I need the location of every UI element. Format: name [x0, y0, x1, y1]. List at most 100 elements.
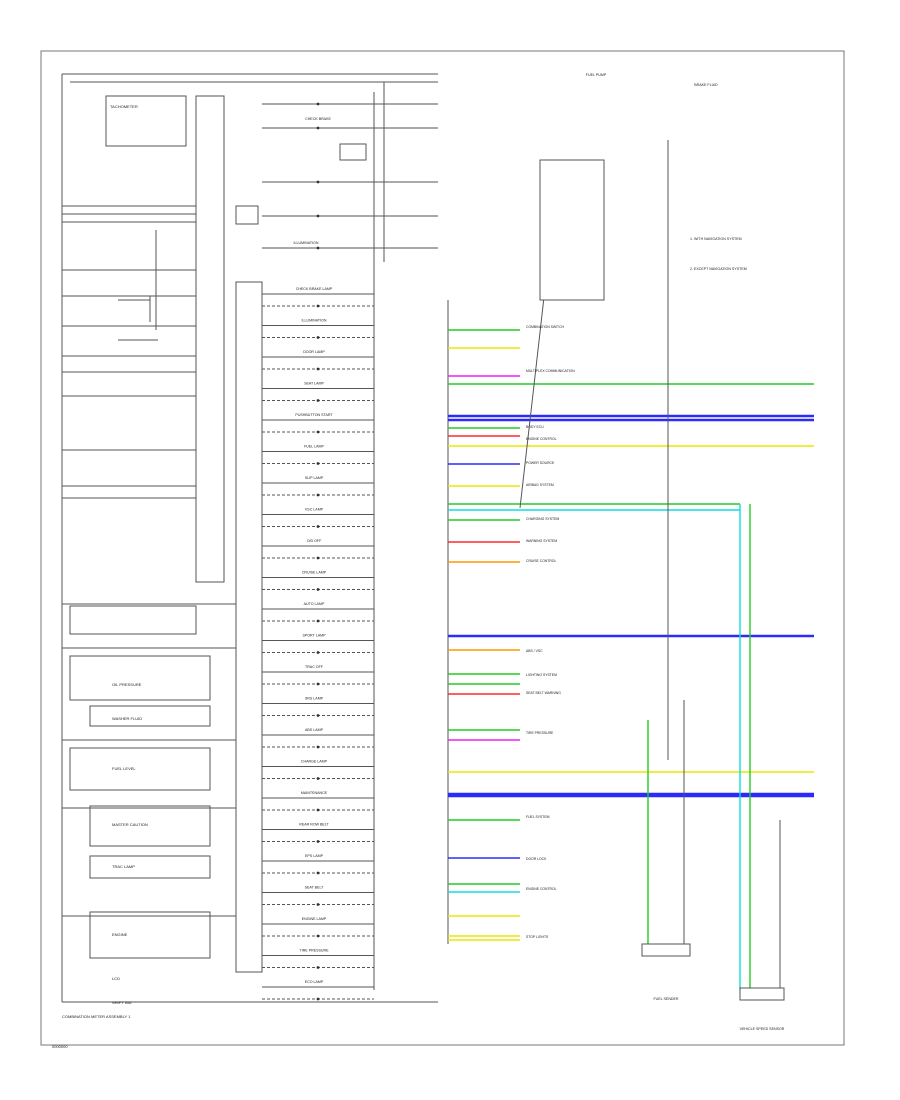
destination-label-4: POWER SOURCE	[526, 461, 555, 465]
destination-label-6: CHARGING SYSTEM	[526, 517, 559, 521]
destination-label-9: ABS / VSC	[526, 649, 543, 653]
left-label-5: TRAC LAMP	[112, 864, 135, 869]
destination-label-13: FUEL SYSTEM	[526, 815, 550, 819]
indicator-label-13: SRS LAMP	[305, 697, 324, 701]
indicator-led-11	[316, 651, 320, 654]
connector-label-2: FUEL PUMP	[586, 73, 607, 77]
indicator-bus-box	[235, 281, 263, 973]
left-label-2: WASHER FLUID	[112, 716, 142, 721]
lower-left-block-4	[89, 805, 211, 847]
lower-left-block-3	[69, 747, 211, 791]
note-0: 1. WITH NAVIGATION SYSTEM	[690, 237, 742, 241]
destination-label-14: DOOR LOCK	[526, 857, 547, 861]
left-label-4: MASTER CAUTION	[112, 822, 148, 827]
indicator-led-10	[316, 619, 320, 623]
indicator-label-12: TRAC OFF	[305, 665, 324, 669]
indicator-label-8: O/D OFF	[307, 539, 322, 543]
static-wiring: TACHOMETER	[61, 73, 438, 1003]
connector-group: FUEL SENDER VEHICLE SPEED SENSOR FUEL PUMP…	[539, 73, 785, 1031]
left-label-7: LCD	[112, 976, 120, 981]
fuel-sender-connector	[641, 943, 691, 957]
indicator-led-15	[316, 777, 320, 780]
lower-left-block-6	[89, 911, 211, 959]
tacho-label: TACHOMETER	[110, 104, 138, 109]
indicator-led-4	[316, 430, 320, 434]
indicator-label-22: ECO LAMP	[305, 980, 324, 984]
left-label-1: OIL PRESSURE	[112, 682, 142, 687]
page-mark: 0000000	[52, 1044, 68, 1049]
indicator-led-16	[316, 808, 320, 812]
meter-cpu-box	[195, 95, 225, 583]
indicator-label-5: FUEL LAMP	[304, 445, 324, 449]
colored-wire-runs	[447, 140, 814, 990]
illumination-block	[235, 205, 259, 225]
top-block-label-b: ILLUMINATION	[294, 241, 319, 245]
indicator-label-18: EPS LAMP	[305, 854, 324, 858]
indicator-led-20	[316, 934, 320, 938]
indicator-label-19: SEAT BELT	[305, 886, 325, 890]
indicator-led-1	[316, 336, 320, 339]
indicator-label-2: DOOR LAMP	[303, 350, 325, 354]
speed-sensor-connector	[739, 987, 785, 1001]
indicator-label-1: ILLUMINATION	[302, 319, 327, 323]
lower-left-block-2	[89, 705, 211, 727]
left-column-labels: OIL PRESSURE WASHER FLUID FUEL LEVEL MASTER…	[112, 682, 148, 1005]
top-circuit-dot-1	[316, 126, 320, 130]
destination-label-7: WARNING SYSTEM	[526, 539, 557, 543]
indicator-led-3	[316, 399, 320, 402]
left-label-6: ENGINE	[112, 932, 128, 937]
indicator-led-13	[316, 714, 320, 717]
top-circuit-dot-2	[316, 180, 320, 184]
connector-label-3: BRAKE FLUID	[694, 83, 718, 87]
connector-label-1: VEHICLE SPEED SENSOR	[740, 1027, 785, 1031]
indicator-led-12	[316, 682, 320, 686]
indicator-led-21	[316, 966, 320, 969]
indicator-label-3: SEAT LAMP	[304, 382, 324, 386]
destination-label-16: STOP LIGHTS	[526, 935, 549, 939]
indicator-label-16: MAINTENANCE	[301, 791, 328, 795]
indicator-label-9: CRUISE LAMP	[302, 571, 327, 575]
indicator-led-6	[316, 493, 320, 497]
tachometer-block	[105, 95, 187, 147]
destination-label-15: ENGINE CONTROL	[526, 887, 557, 891]
footer-caption: COMBINATION METER ASSEMBLY 1	[62, 1014, 131, 1019]
indicator-led-18	[316, 871, 320, 875]
indicator-label-20: ENGINE LAMP	[302, 917, 327, 921]
top-circuit-dot-0	[316, 102, 320, 106]
indicator-led-14	[316, 745, 320, 749]
lower-left-block-5	[89, 855, 211, 879]
destination-label-12: TIRE PRESSURE	[526, 731, 554, 735]
lower-left-block-0	[69, 605, 197, 635]
relay-block	[339, 143, 367, 161]
indicator-label-7: VSC LAMP	[305, 508, 324, 512]
indicator-label-17: REAR ROW BELT	[299, 823, 329, 827]
indicator-led-7	[316, 525, 320, 528]
indicator-label-21: TIRE PRESSURE	[300, 949, 330, 953]
destination-label-8: CRUISE CONTROL	[526, 559, 556, 563]
destination-label-10: LIGHTING SYSTEM	[526, 673, 557, 677]
left-label-8: SHIFT IND	[112, 1000, 132, 1005]
indicator-led-0	[316, 304, 320, 308]
top-circuit-dot-4	[316, 246, 320, 250]
notes-block: 1. WITH NAVIGATION SYSTEM 2. EXCEPT NAVIG…	[690, 237, 747, 271]
indicator-label-15: CHARGE LAMP	[301, 760, 328, 764]
indicator-led-9	[316, 588, 320, 591]
splice-stub-0	[519, 261, 549, 509]
indicator-led-5	[316, 462, 320, 465]
indicator-label-14: ABS LAMP	[305, 728, 324, 732]
indicator-label-10: AUTO LAMP	[304, 602, 325, 606]
connector-label-0: FUEL SENDER	[653, 997, 678, 1001]
destination-label-5: AIRBAG SYSTEM	[526, 483, 554, 487]
note-1: 2. EXCEPT NAVIGATION SYSTEM	[690, 267, 747, 271]
top-circuit-dot-3	[316, 214, 320, 218]
destination-label-0: COMBINATION SWITCH	[526, 325, 565, 329]
left-label-3: FUEL LEVEL	[112, 766, 136, 771]
indicator-led-22	[316, 997, 320, 1001]
destination-label-11: SEAT BELT WARNING	[526, 691, 561, 695]
indicator-led-2	[316, 367, 320, 371]
upper-connector-box	[539, 159, 605, 301]
indicator-label-11: SPORT LAMP	[302, 634, 326, 638]
